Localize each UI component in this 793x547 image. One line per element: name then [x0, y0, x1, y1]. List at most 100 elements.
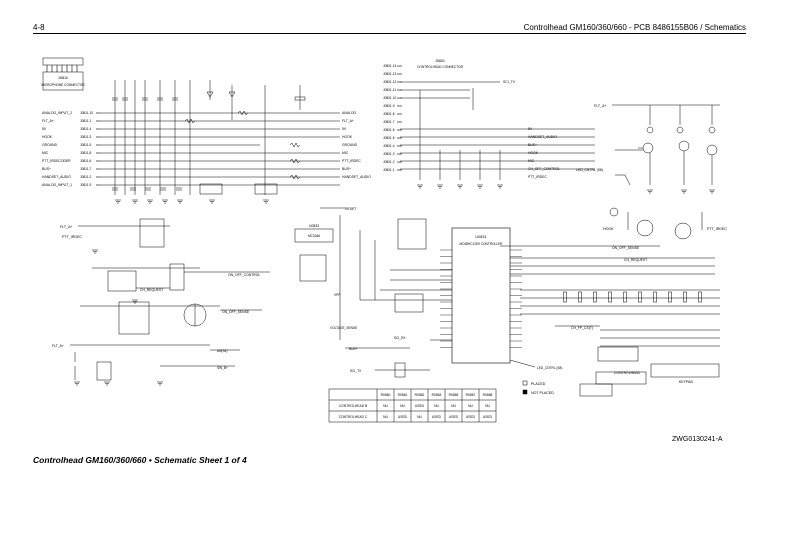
pin-name: GROUND	[42, 143, 58, 147]
placed-label: PLACED	[531, 382, 546, 386]
net-label: BUS+	[528, 143, 537, 147]
mcu-pins	[440, 249, 522, 348]
reset-label: RESET	[345, 207, 356, 211]
header-rule	[33, 33, 746, 34]
controlhead-connector-sublabel: CONTROLHEAD CONNECTOR	[417, 65, 464, 69]
left-net-labels: ANALOGFLT_A+5VHOOKGROUNDMICPTT_IRDECBUS+…	[342, 111, 371, 179]
center-net-labels: SCI_TX5VHANDSET_AUDIOBUS+HOOKMICCH_OFF_C…	[503, 80, 560, 179]
ch-fp-cs-label: CH_FP_CS(T)	[571, 326, 593, 330]
controlhead-connector-pins: J0801-14J0801-13J0801-12J0801-11J0801-10…	[383, 64, 402, 172]
controlhead-connector-block: J0801 CONTROLHEAD CONNECTOR	[417, 59, 464, 69]
left-bus-caps	[112, 91, 306, 195]
pin-number: J0811-5	[80, 143, 92, 147]
connector-pin: J0801-14	[383, 64, 397, 68]
mcu-label: U0831	[475, 235, 486, 239]
page-number: 4-8	[33, 23, 45, 32]
flt-a-left-label: FLT_A+	[60, 225, 73, 229]
sw-b-label: SW_B+	[217, 366, 228, 370]
ground-symbols	[74, 184, 715, 386]
resistor	[683, 291, 687, 303]
table-header: R0868	[483, 393, 493, 397]
pin-number: J0811-1	[80, 119, 92, 123]
net-label: SCI_TX	[503, 80, 516, 84]
pin-number: J0811-3	[80, 135, 92, 139]
connector-pin: J0801-5	[383, 136, 395, 140]
connector-pin: J0801-4	[383, 144, 395, 148]
flt-a-bottom-label: FLT_A+	[52, 344, 64, 348]
table-row-label: CONTROLHEAD C	[339, 415, 368, 419]
table-cell: USED	[432, 415, 442, 419]
voltage-sense-label: VOLTAGE_SENSE	[330, 326, 357, 330]
bus-plus-label: BUS+	[349, 347, 358, 351]
bus-resistors	[184, 110, 301, 180]
connector-pin: J0801-12	[383, 80, 397, 84]
net-label: ANALOG	[342, 111, 356, 115]
u0833-label: U0833	[309, 224, 319, 228]
pin-number: J0811-10	[80, 111, 93, 115]
pin-name: ANALOG_INPUT_2	[42, 111, 72, 115]
pin-name: HOOK	[42, 135, 53, 139]
net-label: HANDSET_AUDIO	[342, 175, 371, 179]
figure-caption: Controlhead GM160/360/660 • Schematic Sh…	[33, 455, 247, 465]
pin-name: 5V	[42, 127, 47, 131]
pin-name: BUS+	[42, 167, 51, 171]
mcu-u0831: U0831 MC68HC11E9 CONTROLLER	[451, 227, 511, 364]
connector-pin: J0801-8	[383, 112, 395, 116]
connector-pin: J0801-6	[383, 128, 395, 132]
net-label: PTT_IRDEC	[342, 159, 361, 163]
table-cell: NU	[417, 415, 422, 419]
led-driver-area: FLT_A+ LED_CNTRL (S8)	[576, 104, 720, 186]
resistor	[638, 291, 642, 303]
led-cntrl-bottom-label: LED_CNTRL (S8)	[537, 366, 562, 370]
left-center-components: U0833 MC3346 RESET VPP VOLTAGE_SENSE BUS…	[294, 207, 562, 378]
pin-name: FLT_A+	[42, 119, 54, 123]
pin-number: J0811-9	[80, 183, 92, 187]
keypad-label: KEYPAD	[679, 380, 694, 384]
power-switch-area: FLT_A+ PTT_IRDEC ON_OFF_CONTROL CH_REQUE…	[52, 218, 270, 381]
page-title: Controlhead GM160/360/660 - PCB 8486155B…	[523, 23, 746, 32]
resistor	[608, 291, 612, 303]
u0833-name: MC3346	[308, 234, 320, 238]
table-cell: USED	[398, 415, 408, 419]
table-cell: USED	[466, 415, 476, 419]
an-label: AN(S4)	[217, 349, 227, 353]
table-cell: USED	[415, 404, 425, 408]
pin-number: J0811-2	[80, 175, 92, 179]
pin-number: J0811-4	[80, 127, 92, 131]
connector-pin: J0801-9	[383, 104, 395, 108]
resistor	[578, 291, 582, 303]
on-off-sense-label: ON_OFF_SENSE	[612, 246, 640, 250]
net-label: FLT_A+	[342, 119, 354, 123]
mcu-name: MC68HC11E9 CONTROLLER	[460, 242, 504, 246]
connector-pin: J0801-3	[383, 152, 395, 156]
ptt-irdec-label: PTT_IRDEC	[707, 227, 727, 231]
drawing-id: ZWG0130241-A	[672, 436, 723, 443]
placement-legend: PLACED NOT PLACED	[522, 380, 554, 395]
ch-request-left-label: CH_REQUEST	[140, 288, 163, 292]
table-cell: NU	[383, 415, 388, 419]
table-cell: NU	[468, 404, 473, 408]
resistor	[668, 291, 672, 303]
mic-connector-label: J0811	[58, 76, 68, 80]
resistor	[698, 291, 702, 303]
pin-name: ANALOG_INPUT_1	[42, 183, 72, 187]
net-label: CH_OFF_CONTROL	[528, 167, 560, 171]
net-label: HOOK	[342, 135, 353, 139]
table-cell: NU	[485, 404, 490, 408]
table-header: R0863	[432, 393, 442, 397]
table-cell: NU	[383, 404, 388, 408]
table-cell: USED	[449, 415, 459, 419]
net-label: HANDSET_AUDIO	[528, 135, 557, 139]
connector-pin: J0801-11	[383, 88, 396, 92]
table-cell: NU	[451, 404, 456, 408]
net-label: BUS+	[342, 167, 351, 171]
flt-a-top-label: FLT_A+	[594, 104, 607, 108]
not-placed-label: NOT PLACED	[531, 391, 554, 395]
table-header: R0865	[449, 393, 459, 397]
table-header: R0862	[415, 393, 425, 397]
table-cell: NU	[434, 404, 439, 408]
ch-request-label: CH_REQUEST	[624, 258, 647, 262]
mic-connector-block: J0811 MICROPHONE CONNECTOR	[41, 57, 85, 91]
